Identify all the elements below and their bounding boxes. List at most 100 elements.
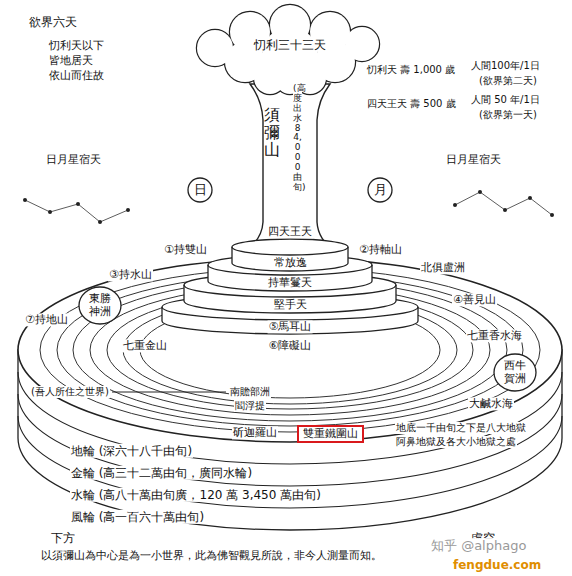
label-holder: 七重香水海	[466, 329, 523, 342]
label-holder: 常放逸	[273, 256, 308, 269]
note-line: 忉利天以下	[48, 39, 105, 52]
label-holder: 忉利三十三天	[253, 38, 327, 52]
sumeru-column	[244, 84, 336, 252]
mountain-label: 七重金山	[122, 339, 168, 352]
sun-circle: 日	[187, 177, 213, 203]
label-holder: 日月星宿天	[445, 153, 502, 166]
heaven-label: 忉利三十三天	[253, 38, 327, 52]
label-holder: ⑤馬耳山	[268, 320, 313, 333]
label-holder: 堅手天	[273, 298, 308, 311]
label-holder: 水輪 (高八十萬由旬廣，120 萬 3,450 萬由旬)	[70, 488, 322, 502]
wheel-label: 水輪 (高八十萬由旬廣，120 萬 3,450 萬由旬)	[70, 488, 322, 502]
hell-note: 地底一千由旬之下是八大地獄	[395, 422, 527, 434]
star	[23, 198, 27, 202]
label-holder: ③持水山	[108, 268, 153, 281]
continent-oval: 西牛賀洲	[493, 353, 537, 392]
label-holder: 風輪 (高一百六十萬由旬)	[70, 510, 205, 524]
star	[76, 202, 80, 206]
label-holder: ②持軸山	[358, 243, 403, 256]
label-holder: 持華鬘天	[267, 276, 313, 289]
label-holder: 人間 50 年/1日	[470, 94, 541, 106]
caption: 以須彌山為中心是為一小世界，此為佛智觀見所說，非今人測量而知。	[40, 549, 383, 562]
label-holder: 知乎 @alphago	[430, 538, 527, 554]
wheel-label: 金輪 (高三十二萬由旬，廣同水輪)	[70, 466, 253, 480]
oval-line	[494, 354, 536, 391]
wheel-band-line	[18, 372, 562, 464]
realm-note: (欲界第二天)	[478, 75, 538, 87]
star	[453, 203, 457, 207]
node-text: 西牛賀洲	[503, 359, 526, 385]
circle-line	[368, 178, 392, 202]
label-holder: ①持雙山	[163, 243, 208, 256]
wheel-label: 地輪 (深六十八千由旬)	[70, 444, 193, 458]
sumeru-tiers	[162, 239, 418, 334]
constellation-right	[455, 192, 552, 215]
label-holder: 四天王天 壽 500 歲	[366, 98, 457, 110]
star	[98, 220, 102, 224]
height-note: (高度出水84,000由旬)	[293, 84, 302, 193]
label-holder: 忉利天 壽 1,000 歲	[366, 64, 456, 76]
node-text: 日	[194, 182, 207, 198]
label-holder: 皆地居天	[48, 54, 94, 67]
lifespan-note: 四天王天 壽 500 歲	[366, 98, 457, 110]
label-holder: 四天王天	[267, 225, 313, 238]
node-text: 月	[374, 182, 387, 198]
hell-note: 阿鼻地獄及各大小地獄之處	[395, 436, 517, 448]
mountain-label: 斫迦羅山	[232, 426, 278, 439]
heading-label: 欲界六天	[28, 15, 78, 29]
mountain-name: 須彌山	[264, 106, 280, 159]
wheel-label: 風輪 (高一百六十萬由旬)	[70, 510, 205, 524]
label-holder: 金輪 (高三十二萬由旬，廣同水輪)	[70, 466, 253, 480]
direction-label: 下方	[50, 531, 76, 545]
star	[48, 210, 52, 214]
note-label: (吾人所住之世界)	[30, 386, 110, 398]
heaven-label: 日月星宿天	[45, 153, 102, 166]
continent-oval: 東勝神洲	[78, 286, 122, 325]
wheel-band-line	[18, 416, 562, 508]
wheel-band-line	[18, 394, 562, 486]
label-holder: 南贍部洲	[229, 386, 271, 398]
time-note: 人間100年/1日	[470, 60, 541, 72]
mountain-label: ①持雙山	[163, 243, 208, 256]
label-holder: (吾人所住之世界)	[30, 386, 110, 398]
mountain-label: ⑦持地山	[24, 313, 69, 326]
leader-line	[112, 392, 226, 393]
watermark: fengdue.com	[452, 558, 542, 572]
cloud-outline	[197, 5, 379, 94]
label-holder: 人間100年/1日	[470, 60, 541, 72]
label-holder: 忉利天以下	[48, 39, 105, 52]
heaven-label: 四天王天	[267, 225, 313, 238]
node-text: 東勝神洲	[88, 292, 111, 318]
red-frame	[298, 426, 363, 442]
label-holder: (欲界第二天)	[478, 75, 538, 87]
continent-label: 閻浮提	[234, 400, 266, 412]
mountain-ring	[57, 274, 523, 426]
heaven-label: 堅手天	[273, 298, 308, 311]
cloud-fill	[197, 5, 379, 94]
mountain-label: ②持軸山	[358, 243, 403, 256]
label-holder: 大鹹水海	[468, 397, 514, 410]
mountain-label: ⑤馬耳山	[268, 320, 313, 333]
mountain-label: ⑥障礙山	[268, 339, 313, 352]
star	[503, 208, 507, 212]
label-holder: 斫迦羅山	[232, 426, 278, 439]
continent-label: 南贍部洲	[229, 386, 271, 398]
time-note: 人間 50 年/1日	[470, 94, 541, 106]
sea-label: 七重香水海	[466, 329, 523, 342]
label-holder: (高度出水84,000由旬)	[293, 84, 302, 193]
label-holder: 下方	[50, 531, 76, 545]
circle-line	[188, 178, 212, 202]
label-holder: 阿鼻地獄及各大小地獄之處	[395, 436, 517, 448]
caption-holder: 以須彌山為中心是為一小世界，此為佛智觀見所說，非今人測量而知。	[40, 549, 383, 562]
oval-line	[79, 287, 121, 324]
lifespan-note: 忉利天 壽 1,000 歲	[366, 64, 456, 76]
watermark: 知乎 @alphago	[430, 538, 527, 554]
star	[528, 196, 532, 200]
star	[478, 190, 482, 194]
mountain-ring	[90, 285, 490, 415]
note-line: 依山而住故	[48, 69, 105, 82]
tier	[232, 239, 348, 271]
star	[550, 213, 554, 217]
label-holder: 七重金山	[122, 339, 168, 352]
